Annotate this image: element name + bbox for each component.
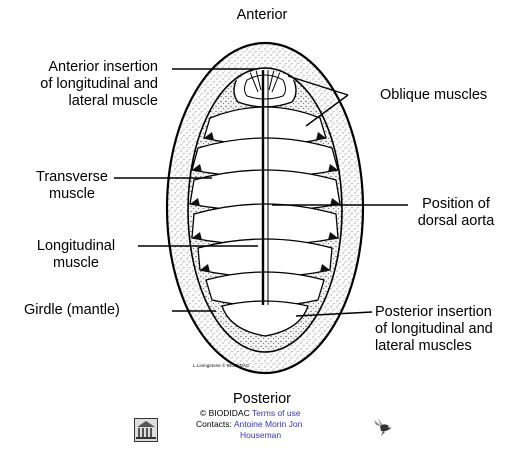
contacts-label: Contacts: xyxy=(196,419,232,429)
terms-of-use-link[interactable]: Terms of use xyxy=(252,408,301,418)
posterior-insertion-label: Posterior insertion of longitudinal and … xyxy=(375,304,524,355)
transverse-muscle-label: Transverse muscle xyxy=(22,169,122,203)
building-logo-icon xyxy=(134,418,158,442)
contact-names-link[interactable]: Antoine Morin Jon xyxy=(234,419,303,429)
contact-names-link-2[interactable]: Houseman xyxy=(240,430,281,440)
band-5 xyxy=(198,239,332,277)
anterior-insertion-label: Anterior insertion of longitudinal and l… xyxy=(8,59,158,110)
artist-credit: L.Livingstone © BIODIDAC xyxy=(193,363,250,368)
copyright-text: © BIODIDAC xyxy=(200,408,250,418)
anterior-label: Anterior xyxy=(222,7,302,24)
posterior-label: Posterior xyxy=(212,391,312,408)
bird-logo-icon xyxy=(370,416,394,438)
longitudinal-muscle-label: Longitudinal muscle xyxy=(26,238,126,272)
oblique-muscles-label: Oblique muscles xyxy=(380,87,520,104)
girdle-label: Girdle (mantle) xyxy=(24,302,174,319)
dorsal-aorta-label: Position of dorsal aorta xyxy=(406,196,506,230)
